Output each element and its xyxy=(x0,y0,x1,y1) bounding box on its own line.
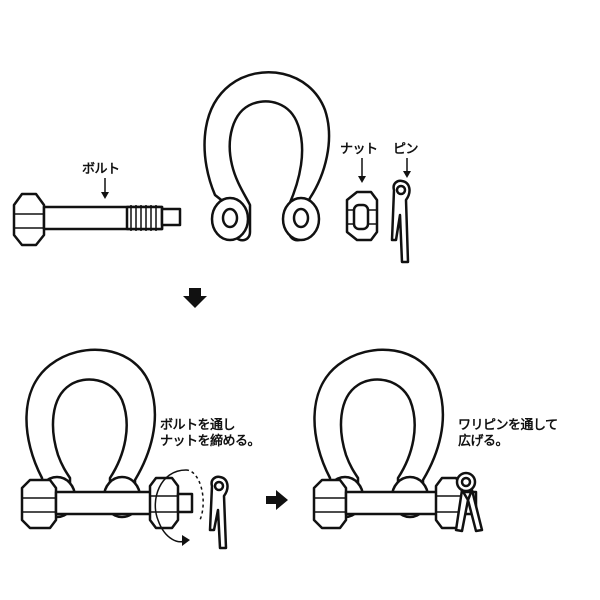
rotation-arrow xyxy=(154,469,187,543)
step2-line1: ワリピンを通して xyxy=(458,418,558,433)
label-bolt: ボルト xyxy=(82,162,120,177)
nut-drawing xyxy=(345,190,379,242)
bolt-tip xyxy=(160,207,182,227)
step1-caption: ボルトを通し ナットを締める。 xyxy=(160,418,261,450)
step2-line2: 広げる。 xyxy=(458,434,509,449)
down-arrow xyxy=(183,288,207,308)
shackle-body-top xyxy=(203,71,331,242)
bolt-drawing xyxy=(12,192,182,247)
right-arrow xyxy=(266,490,288,510)
bolt-head xyxy=(12,192,46,247)
label-nut: ナット xyxy=(340,142,378,157)
assembled-nut-left xyxy=(148,476,194,530)
assembled-bolt-left xyxy=(20,478,178,530)
step1-line1: ボルトを通し xyxy=(160,418,236,433)
label-pin: ピン xyxy=(393,142,419,157)
pin-drawing xyxy=(390,179,411,264)
step2-caption: ワリピンを通して 広げる。 xyxy=(458,418,558,450)
step1-line2: ナットを締める。 xyxy=(160,434,261,449)
loose-pin-drawing xyxy=(208,475,229,550)
spread-pin-drawing xyxy=(454,471,484,533)
